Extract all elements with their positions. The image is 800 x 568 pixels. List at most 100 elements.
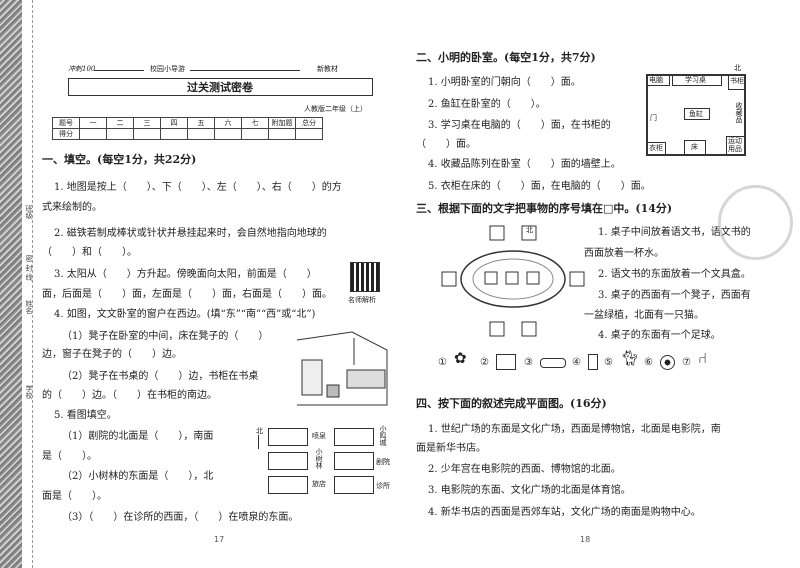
item-number: ⑦ [682, 357, 691, 368]
fishtank-box: 鱼缸 [684, 108, 710, 120]
q4-title: 四、按下面的叙述完成平面图。(16分) [416, 397, 607, 410]
page-number: 18 [580, 535, 591, 544]
map-label: 喷泉 [312, 432, 326, 440]
q1-line: 面是（ ）。 [42, 491, 107, 502]
q2-title: 二、小明的卧室。(每空1分，共7分) [416, 51, 596, 64]
header-rule [94, 70, 144, 71]
q1-line: 面，后面是（ ）面，左面是（ ）面，右面是（ ）面。 [42, 289, 332, 300]
pencil-case-icon [540, 358, 566, 368]
room-label: 床 [691, 143, 698, 151]
cat-icon: 🐈︎ [620, 349, 640, 367]
q1-line: 式来绘制的。 [42, 202, 102, 213]
page-number: 17 [214, 535, 225, 544]
potted-plant-icon: ✿ [454, 349, 467, 367]
q1-line: 1. 地图是按上（ ）、下（ ）、左（ ）、右（ ）的方 [54, 182, 342, 193]
score-table-cell [187, 128, 215, 140]
q1-line: 边，窗子在凳子的（ ）边。 [42, 349, 182, 360]
q2-line: 5. 衣柜在床的（ ）面，在电脑的（ ）面。 [428, 181, 651, 192]
room-label: 学习桌 [685, 76, 706, 84]
wardrobe-box: 衣柜 [648, 142, 666, 154]
chair-icon: ⑁ [698, 349, 708, 367]
bed-box: 床 [684, 140, 706, 154]
q1-line: 2. 磁铁若制成棒状或针状并悬挂起来时，会自然地指向地球的 [54, 228, 327, 239]
binding-seal-label: 密 封 线 [25, 255, 33, 281]
qr-caption: 名师解析 [348, 296, 376, 304]
clinic-icon [334, 476, 374, 494]
score-table-cell: 附加题 [268, 117, 296, 129]
score-table-cell: 一 [79, 117, 107, 129]
score-table-cell: 二 [106, 117, 134, 129]
score-table-row: 得分 [52, 128, 323, 140]
q2-line: 1. 小明卧室的门朝向（ ）面。 [428, 77, 581, 88]
room-plan: 电脑 学习桌 书柜 鱼缸 收藏品 门 衣柜 床 运动用品 [646, 74, 746, 156]
q3-line: 2. 语文书的东面放着一个文具盒。 [598, 269, 751, 280]
cup-icon [588, 354, 598, 370]
bookcase-box: 书柜 [728, 76, 744, 90]
item-number: ⑥ [644, 357, 653, 368]
table-diagram-icon [441, 225, 585, 337]
q1-line: （2）凳子在书桌的（ ）边，书柜在书桌 [62, 371, 259, 382]
score-table-cell [268, 128, 296, 140]
q1-line: 5. 看图填空。 [54, 410, 117, 421]
q1-line: 4. 如图，文文卧室的窗户在西边。(填“东”“南”“西”或“北”) [54, 309, 316, 320]
score-table-cell: 得分 [52, 128, 80, 140]
hotel-icon [334, 452, 374, 470]
map-label: 小树林 [315, 448, 323, 469]
binding-name-label: 姓名 [25, 300, 33, 314]
score-table-cell [133, 128, 161, 140]
football-icon [660, 355, 675, 370]
binding-class-label: 班级 [25, 205, 33, 219]
q2-line: （ ）面。 [416, 139, 476, 150]
q3-line: 3. 桌子的西面有一个凳子，西面有 [598, 290, 751, 301]
q4-line: 1. 世纪广场的东面是文化广场，西面是博物馆，北面是电影院，南 [428, 424, 721, 435]
q4-line: 面是新华书店。 [416, 443, 486, 454]
bedroom-sketch-icon [296, 331, 388, 406]
room-label: 运动用品 [728, 137, 742, 153]
item-number: ④ [572, 357, 581, 368]
item-number: ⑤ [604, 357, 613, 368]
room-label: 书柜 [730, 77, 744, 85]
score-table-cell [106, 128, 134, 140]
right-page: 二、小明的卧室。(每空1分，共7分) 1. 小明卧室的门朝向（ ）面。 2. 鱼… [408, 0, 793, 568]
stamp-watermark-icon [718, 185, 793, 260]
q4-line: 4. 新华书店的西面是西郊车站，文化广场的南面是购物中心。 [428, 507, 701, 518]
item-number: ② [480, 357, 489, 368]
q3-line: 4. 桌子的东面有一个足球。 [598, 330, 721, 341]
q2-line: 4. 收藏品陈列在卧室（ ）面的墙壁上。 [428, 159, 621, 170]
score-table-cell [160, 128, 188, 140]
q3-north-label: 北 [526, 226, 533, 234]
score-table-row: 题号一二三四五六七附加题总分 [52, 117, 323, 129]
score-table-cell: 七 [241, 117, 269, 129]
q2-line: 2. 鱼缸在卧室的（ ）。 [428, 99, 546, 110]
q1-title: 一、填空。(每空1分，共22分) [42, 153, 197, 166]
q4-line: 2. 少年宫在电影院的西面、博物馆的北面。 [428, 464, 621, 475]
building-icon [268, 476, 308, 494]
score-table-cell: 题号 [52, 117, 80, 129]
sports-box: 运动用品 [726, 136, 744, 154]
edition-label: 新教材 [317, 65, 338, 73]
room-label: 鱼缸 [689, 110, 703, 118]
q3-line: 西面放着一杯水。 [584, 248, 664, 259]
theater-icon [334, 428, 374, 446]
score-table-cell [241, 128, 269, 140]
room-north-label: 北 [734, 64, 741, 72]
map-label: 小鸣城 [379, 425, 387, 446]
series-label: 校园小导游 [150, 65, 185, 73]
grade-label: 人教版二年级（上） [304, 105, 367, 113]
computer-box: 电脑 [648, 76, 670, 86]
score-table-cell: 三 [133, 117, 161, 129]
score-table-cell: 总分 [295, 117, 323, 129]
q1-line: 是（ ）。 [42, 451, 97, 462]
room-door-label: 门 [650, 114, 657, 122]
q1-line: 的（ ）边。（ ）在书柜的南边。 [42, 390, 217, 401]
book-icon [496, 354, 516, 370]
room-label: 收藏品 [735, 102, 743, 123]
items-row: ① ✿ ② ③ ④ ⑤ 🐈︎ ⑥ ⑦ ⑁ [438, 349, 738, 374]
room-label: 电脑 [649, 76, 663, 84]
score-table-cell [295, 128, 323, 140]
q3-line: 一盆绿植，北面有一只猫。 [584, 310, 704, 321]
page-edge-pattern [0, 0, 22, 568]
map-label: 剧院 [376, 458, 390, 466]
score-table-cell [214, 128, 242, 140]
binding-line [32, 0, 33, 568]
